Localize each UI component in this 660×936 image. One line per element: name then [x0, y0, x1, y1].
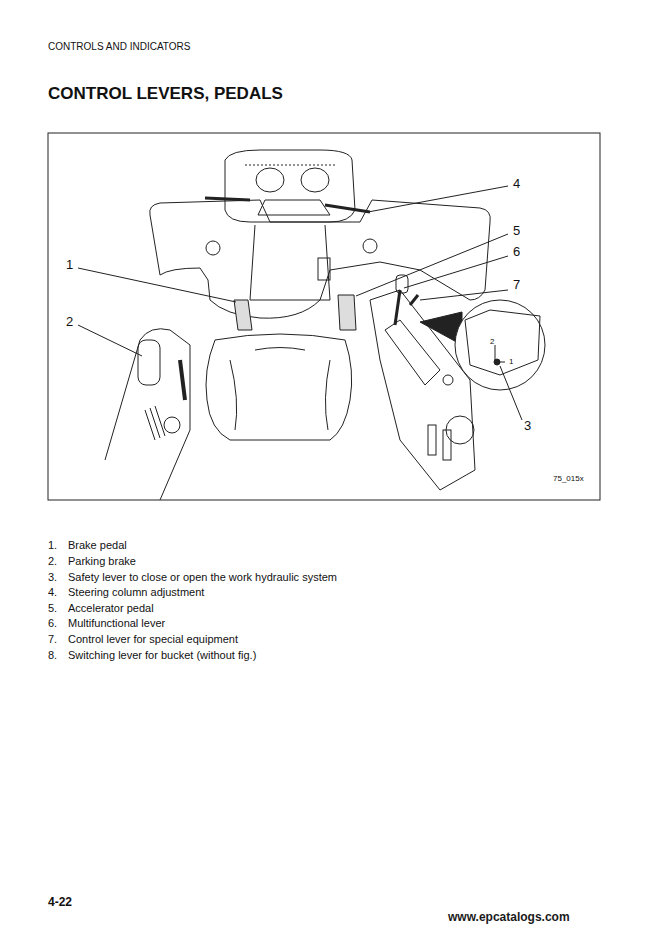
- inset-detail: [465, 310, 540, 375]
- inset-number: 2: [490, 337, 494, 346]
- knob: [443, 375, 453, 385]
- list-number: 6.: [48, 617, 57, 630]
- list-item: Multifunctional lever: [68, 617, 165, 630]
- leader-line: [500, 366, 522, 420]
- list-item: Brake pedal: [68, 539, 127, 552]
- page-header: CONTROLS AND INDICATORS: [48, 41, 190, 53]
- lever-pivot: [494, 359, 500, 365]
- list-number: 4.: [48, 586, 57, 599]
- speaker: [446, 416, 474, 444]
- callout-number: 6: [513, 245, 520, 260]
- switch: [428, 425, 436, 455]
- steering-column: [250, 225, 330, 300]
- gauge: [301, 168, 329, 192]
- gauge: [256, 168, 284, 192]
- seat: [206, 334, 352, 440]
- figure-frame: [48, 133, 600, 500]
- leader-line: [78, 268, 236, 302]
- list-item: Safety lever to close or open the work h…: [68, 571, 337, 584]
- special-lever: [410, 295, 418, 305]
- right-console: [370, 290, 475, 490]
- list-number: 8.: [48, 649, 57, 662]
- list-number: 3.: [48, 571, 57, 584]
- left-console: [105, 329, 190, 500]
- brake-pedal: [234, 300, 252, 330]
- accelerator-pedal: [338, 295, 356, 330]
- callout-number: 7: [513, 278, 520, 293]
- lever-base: [385, 320, 440, 385]
- seat-contour: [230, 348, 330, 431]
- list-item: Accelerator pedal: [68, 602, 154, 615]
- inset-circle: [455, 300, 545, 390]
- inset-number: 1: [509, 357, 513, 366]
- stalk: [205, 198, 370, 212]
- multifunctional-lever: [395, 290, 400, 325]
- list-item: Steering column adjustment: [68, 586, 204, 599]
- list-item: Parking brake: [68, 555, 136, 568]
- vent: [206, 241, 220, 255]
- page-title: CONTROL LEVERS, PEDALS: [48, 84, 283, 104]
- callout-number: 2: [66, 315, 73, 330]
- parking-brake: [138, 340, 160, 385]
- callout-number: 3: [524, 419, 531, 434]
- dashboard: [150, 200, 491, 318]
- list-item: Switching lever for bucket (without fig.…: [68, 649, 256, 662]
- parking-brake-lever: [180, 360, 185, 400]
- list-number: 1.: [48, 539, 57, 552]
- callout-number: 1: [66, 258, 73, 273]
- leader-line: [404, 256, 508, 288]
- callout-number: 4: [513, 177, 520, 192]
- list-number: 5.: [48, 602, 57, 615]
- figure-code: 75_015x: [553, 474, 584, 483]
- leader-line: [368, 186, 508, 212]
- wheel-hub: [258, 200, 330, 215]
- leader-line: [420, 290, 508, 300]
- vent: [363, 239, 377, 253]
- watermark: www.epcatalogs.com: [448, 911, 570, 925]
- knob: [164, 417, 180, 433]
- indicator-row: [245, 165, 335, 166]
- steering-wheel: [225, 150, 355, 222]
- leader-line: [356, 234, 508, 296]
- list-item: Control lever for special equipment: [68, 633, 238, 646]
- list-number: 7.: [48, 633, 57, 646]
- list-number: 2.: [48, 555, 57, 568]
- grille: [145, 406, 165, 440]
- callout-number: 5: [513, 224, 520, 239]
- page-number: 4-22: [48, 896, 72, 910]
- leader-line: [78, 325, 142, 356]
